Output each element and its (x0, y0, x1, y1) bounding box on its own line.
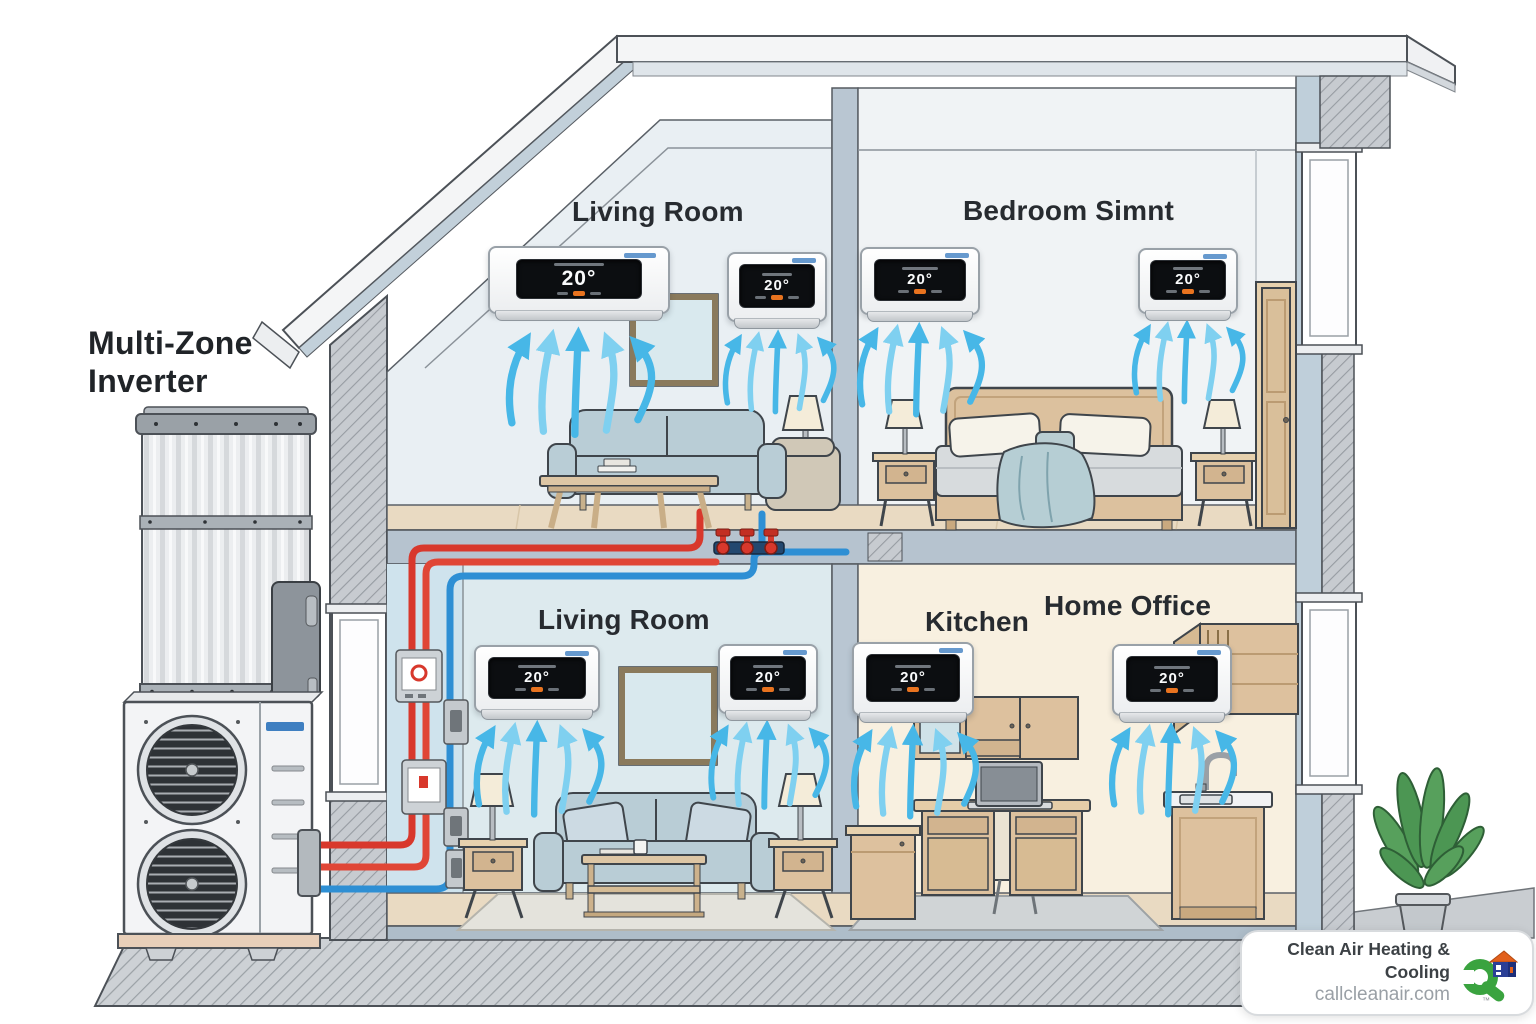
display-status-bar (554, 262, 604, 266)
unit-louver (1145, 310, 1231, 321)
title-line-2: Inverter (88, 363, 208, 399)
display-mode-row (891, 686, 935, 692)
indoor-unit-living-room-lower-right: 20° (718, 644, 818, 721)
brand-wordmark (266, 722, 304, 731)
roof (252, 34, 1456, 370)
room-label-home-office: Home Office (1044, 590, 1212, 621)
display-status-bar (901, 266, 939, 270)
manifold-valves (715, 528, 779, 555)
indoor-unit-living-room-upper-left: 20° (488, 246, 670, 321)
room-label-bedroom: Bedroom Simnt (963, 195, 1175, 226)
unit-louver (859, 712, 967, 723)
pipe-manifold (713, 528, 785, 555)
unit-display: 20° (516, 260, 642, 298)
room-label-living-room-lower: Living Room (538, 604, 710, 635)
brand-wordmark (783, 650, 807, 655)
temperature-readout: 20° (524, 668, 550, 686)
unit-louver (481, 709, 593, 720)
outdoor-unit-title: Multi-Zone Inverter (88, 324, 253, 400)
temperature-readout: 20° (1159, 669, 1185, 687)
display-mode-row (1150, 687, 1194, 693)
unit-louver (867, 311, 973, 322)
unit-display: 20° (1150, 261, 1226, 299)
display-status-bar (1153, 665, 1191, 669)
unit-louver (734, 318, 820, 329)
company-name: Clean Air Heating & Cooling (1287, 938, 1450, 982)
display-mode-row (557, 290, 601, 296)
company-website: callcleanair.com (1314, 984, 1450, 1006)
right-wall (1295, 75, 1363, 939)
brand-wordmark (565, 651, 589, 656)
display-status-bar (1173, 266, 1203, 270)
unit-display: 20° (1126, 657, 1218, 701)
condenser-cabinet (117, 691, 324, 961)
wall-control-boxes (395, 649, 469, 889)
fan-grille-top (136, 714, 248, 826)
room-label-kitchen: Kitchen (925, 606, 1030, 637)
brand-wordmark (1203, 254, 1227, 259)
hot-pipe-a (311, 508, 704, 849)
indoor-unit-living-room-upper-right: 20° (727, 252, 827, 329)
temperature-readout: 20° (1175, 270, 1201, 288)
outdoor-unit (117, 406, 324, 961)
fan-grille-bottom (136, 828, 248, 940)
indoor-unit-bedroom-left: 20° (860, 247, 980, 322)
unit-louver (725, 710, 811, 721)
hot-pipe-b (311, 558, 720, 871)
unit-display: 20° (866, 655, 960, 701)
unit-display: 20° (874, 260, 966, 300)
title-line-1: Multi-Zone (88, 325, 253, 361)
temperature-readout: 20° (764, 276, 790, 294)
wrench-house-icon: ™ (1460, 943, 1519, 1005)
unit-display: 20° (730, 657, 806, 699)
display-mode-row (755, 294, 799, 300)
unit-louver (1119, 712, 1225, 723)
display-mode-row (746, 686, 790, 692)
brand-wordmark (939, 648, 963, 653)
indoor-unit-kitchen: 20° (852, 642, 974, 723)
display-status-bar (894, 664, 932, 668)
unit-louver (495, 310, 663, 321)
indoor-unit-home-office: 20° (1112, 644, 1232, 723)
temperature-readout: 20° (561, 266, 597, 290)
left-wall (325, 293, 391, 941)
temperature-readout: 20° (755, 668, 781, 686)
indoor-unit-bedroom-right: 20° (1138, 248, 1238, 321)
temperature-readout: 20° (907, 270, 933, 288)
room-label-living-room-upper: Living Room (572, 196, 744, 227)
brand-wordmark (1197, 650, 1221, 655)
display-mode-row (1166, 288, 1210, 294)
brand-wordmark (945, 253, 969, 258)
unit-display: 20° (489, 658, 585, 698)
buffer-tank (135, 406, 321, 701)
display-status-bar (762, 272, 792, 276)
display-status-bar (753, 664, 783, 668)
temperature-readout: 20° (900, 668, 926, 686)
upper-living-room-furniture (539, 293, 841, 529)
company-badge: Clean Air Heating & Cooling callcleanair… (1240, 930, 1534, 1016)
display-status-bar (517, 664, 557, 668)
display-mode-row (898, 288, 942, 294)
indoor-unit-living-room-lower-left: 20° (474, 645, 600, 720)
brand-wordmark (792, 258, 816, 263)
bedroom-furniture (872, 281, 1297, 531)
inter-floor-band (386, 529, 1297, 565)
brand-wordmark (624, 253, 656, 258)
display-mode-row (515, 686, 559, 692)
unit-display: 20° (739, 265, 815, 307)
trademark-symbol: ™ (1482, 996, 1490, 1005)
